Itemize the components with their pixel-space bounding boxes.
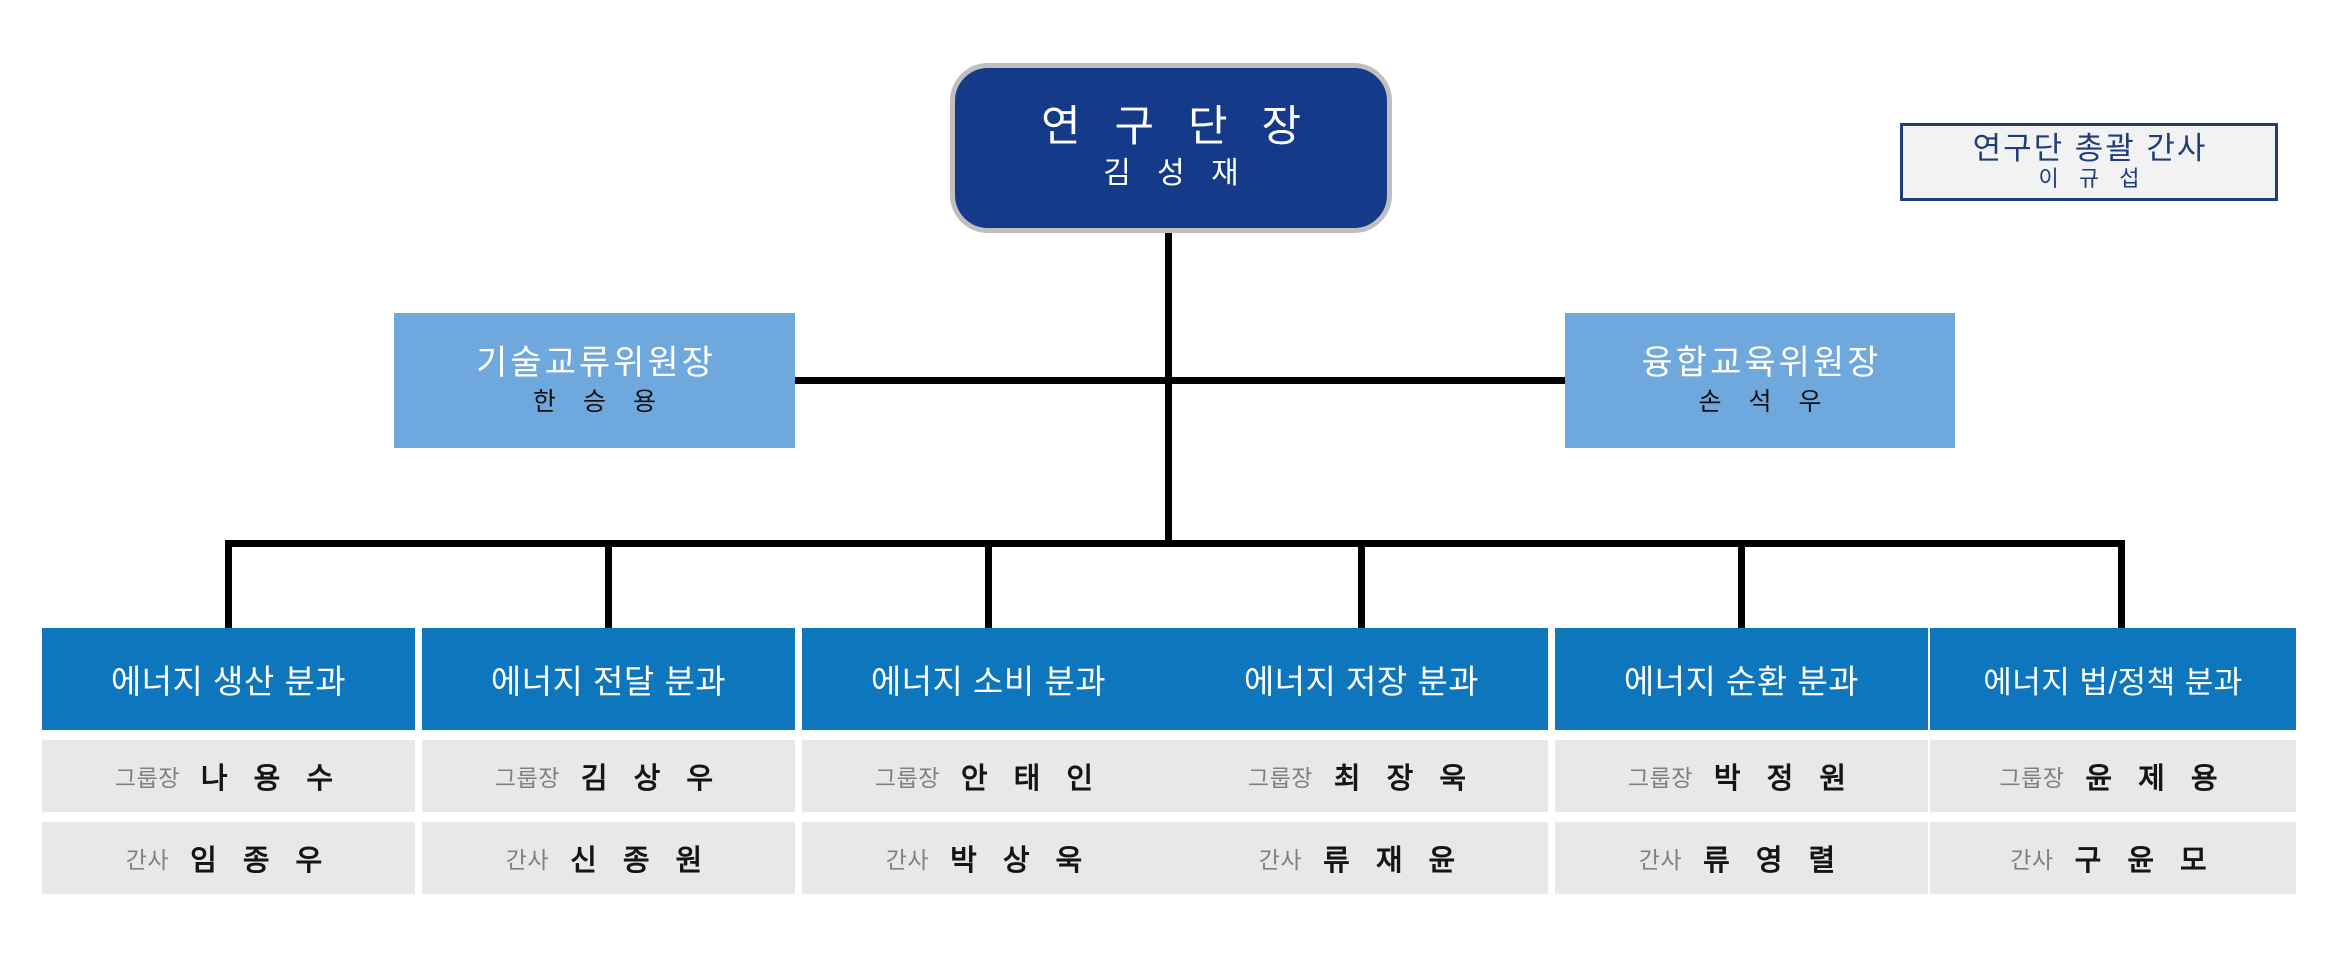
director-name: 김 성 재 xyxy=(1103,157,1248,191)
division-secretary-row[interactable]: 간사 임 종 우 xyxy=(42,822,415,894)
division-column-6: 에너지 법/정책 분과 그룹장 윤 제 용 간사 구 윤 모 xyxy=(1930,628,2296,894)
row-label-secretary: 간사 xyxy=(1258,847,1303,873)
row-label-secretary: 간사 xyxy=(505,847,550,873)
division-group-leader-row[interactable]: 그룹장 최 장 욱 xyxy=(1175,740,1548,812)
division-title[interactable]: 에너지 전달 분과 xyxy=(422,628,795,730)
row-label-secretary: 간사 xyxy=(1638,847,1683,873)
division-group-leader-row[interactable]: 그룹장 안 태 인 xyxy=(802,740,1175,812)
group-leader-name: 김 상 우 xyxy=(580,763,723,795)
division-title[interactable]: 에너지 법/정책 분과 xyxy=(1930,628,2296,730)
row-label-secretary: 간사 xyxy=(885,847,930,873)
committee-role: 기술교류위원장 xyxy=(476,343,716,382)
committee-name: 손 석 우 xyxy=(1698,388,1832,417)
division-column-2: 에너지 전달 분과 그룹장 김 상 우 간사 신 종 원 xyxy=(422,628,795,894)
connector-drop-2 xyxy=(605,540,612,630)
division-title[interactable]: 에너지 생산 분과 xyxy=(42,628,415,730)
division-secretary-row[interactable]: 간사 신 종 원 xyxy=(422,822,795,894)
row-label-group-leader: 그룹장 xyxy=(1999,765,2065,791)
secretary-name: 신 종 원 xyxy=(570,845,712,877)
committee-node-technology-exchange[interactable]: 기술교류위원장 한 승 용 xyxy=(394,313,795,448)
row-label-group-leader: 그룹장 xyxy=(114,765,180,791)
group-leader-name: 안 태 인 xyxy=(960,763,1103,795)
connector-division-bus xyxy=(225,540,2125,547)
division-group-leader-row[interactable]: 그룹장 박 정 원 xyxy=(1555,740,1928,812)
connector-committee-left xyxy=(795,377,1167,384)
committee-node-convergence-education[interactable]: 융합교육위원장 손 석 우 xyxy=(1565,313,1955,448)
row-label-group-leader: 그룹장 xyxy=(1247,765,1313,791)
director-role: 연 구 단 장 xyxy=(1040,103,1313,152)
row-label-secretary: 간사 xyxy=(125,847,170,873)
director-node[interactable]: 연 구 단 장 김 성 재 xyxy=(950,63,1392,233)
group-leader-name: 나 용 수 xyxy=(200,763,343,795)
connector-drop-5 xyxy=(1738,540,1745,630)
division-title[interactable]: 에너지 저장 분과 xyxy=(1175,628,1548,730)
division-column-1: 에너지 생산 분과 그룹장 나 용 수 간사 임 종 우 xyxy=(42,628,415,894)
connector-committee-right xyxy=(1165,377,1567,384)
secretary-name: 임 종 우 xyxy=(190,845,332,877)
division-group-leader-row[interactable]: 그룹장 나 용 수 xyxy=(42,740,415,812)
committee-role: 융합교육위원장 xyxy=(1641,343,1882,382)
group-leader-name: 윤 제 용 xyxy=(2085,763,2227,795)
row-label-secretary: 간사 xyxy=(2010,847,2054,873)
division-column-4: 에너지 저장 분과 그룹장 최 장 욱 간사 류 재 윤 xyxy=(1175,628,1548,894)
division-secretary-row[interactable]: 간사 류 영 렬 xyxy=(1555,822,1928,894)
connector-drop-4 xyxy=(1358,540,1365,630)
connector-drop-3 xyxy=(985,540,992,630)
general-secretary-name: 이 규 섭 xyxy=(2038,165,2147,191)
division-group-leader-row[interactable]: 그룹장 윤 제 용 xyxy=(1930,740,2296,812)
row-label-group-leader: 그룹장 xyxy=(874,765,940,791)
group-leader-name: 최 장 욱 xyxy=(1333,763,1476,795)
division-group-leader-row[interactable]: 그룹장 김 상 우 xyxy=(422,740,795,812)
connector-trunk-vertical xyxy=(1165,232,1172,546)
division-secretary-row[interactable]: 간사 구 윤 모 xyxy=(1930,822,2296,894)
division-column-3: 에너지 소비 분과 그룹장 안 태 인 간사 박 상 욱 xyxy=(802,628,1175,894)
division-secretary-row[interactable]: 간사 류 재 윤 xyxy=(1175,822,1548,894)
division-title[interactable]: 에너지 순환 분과 xyxy=(1555,628,1928,730)
division-column-5: 에너지 순환 분과 그룹장 박 정 원 간사 류 영 렬 xyxy=(1555,628,1928,894)
connector-drop-6 xyxy=(2118,540,2125,630)
secretary-name: 류 영 렬 xyxy=(1703,845,1845,877)
secretary-name: 구 윤 모 xyxy=(2074,845,2216,877)
committee-name: 한 승 용 xyxy=(533,388,666,417)
division-title[interactable]: 에너지 소비 분과 xyxy=(802,628,1175,730)
general-secretary-role: 연구단 총괄 간사 xyxy=(1972,130,2208,166)
group-leader-name: 박 정 원 xyxy=(1713,763,1856,795)
secretary-name: 박 상 욱 xyxy=(950,845,1092,877)
connector-drop-1 xyxy=(225,540,232,630)
secretary-name: 류 재 윤 xyxy=(1323,845,1465,877)
row-label-group-leader: 그룹장 xyxy=(1627,765,1693,791)
row-label-group-leader: 그룹장 xyxy=(494,765,560,791)
general-secretary-node[interactable]: 연구단 총괄 간사 이 규 섭 xyxy=(1900,123,2278,201)
division-secretary-row[interactable]: 간사 박 상 욱 xyxy=(802,822,1175,894)
